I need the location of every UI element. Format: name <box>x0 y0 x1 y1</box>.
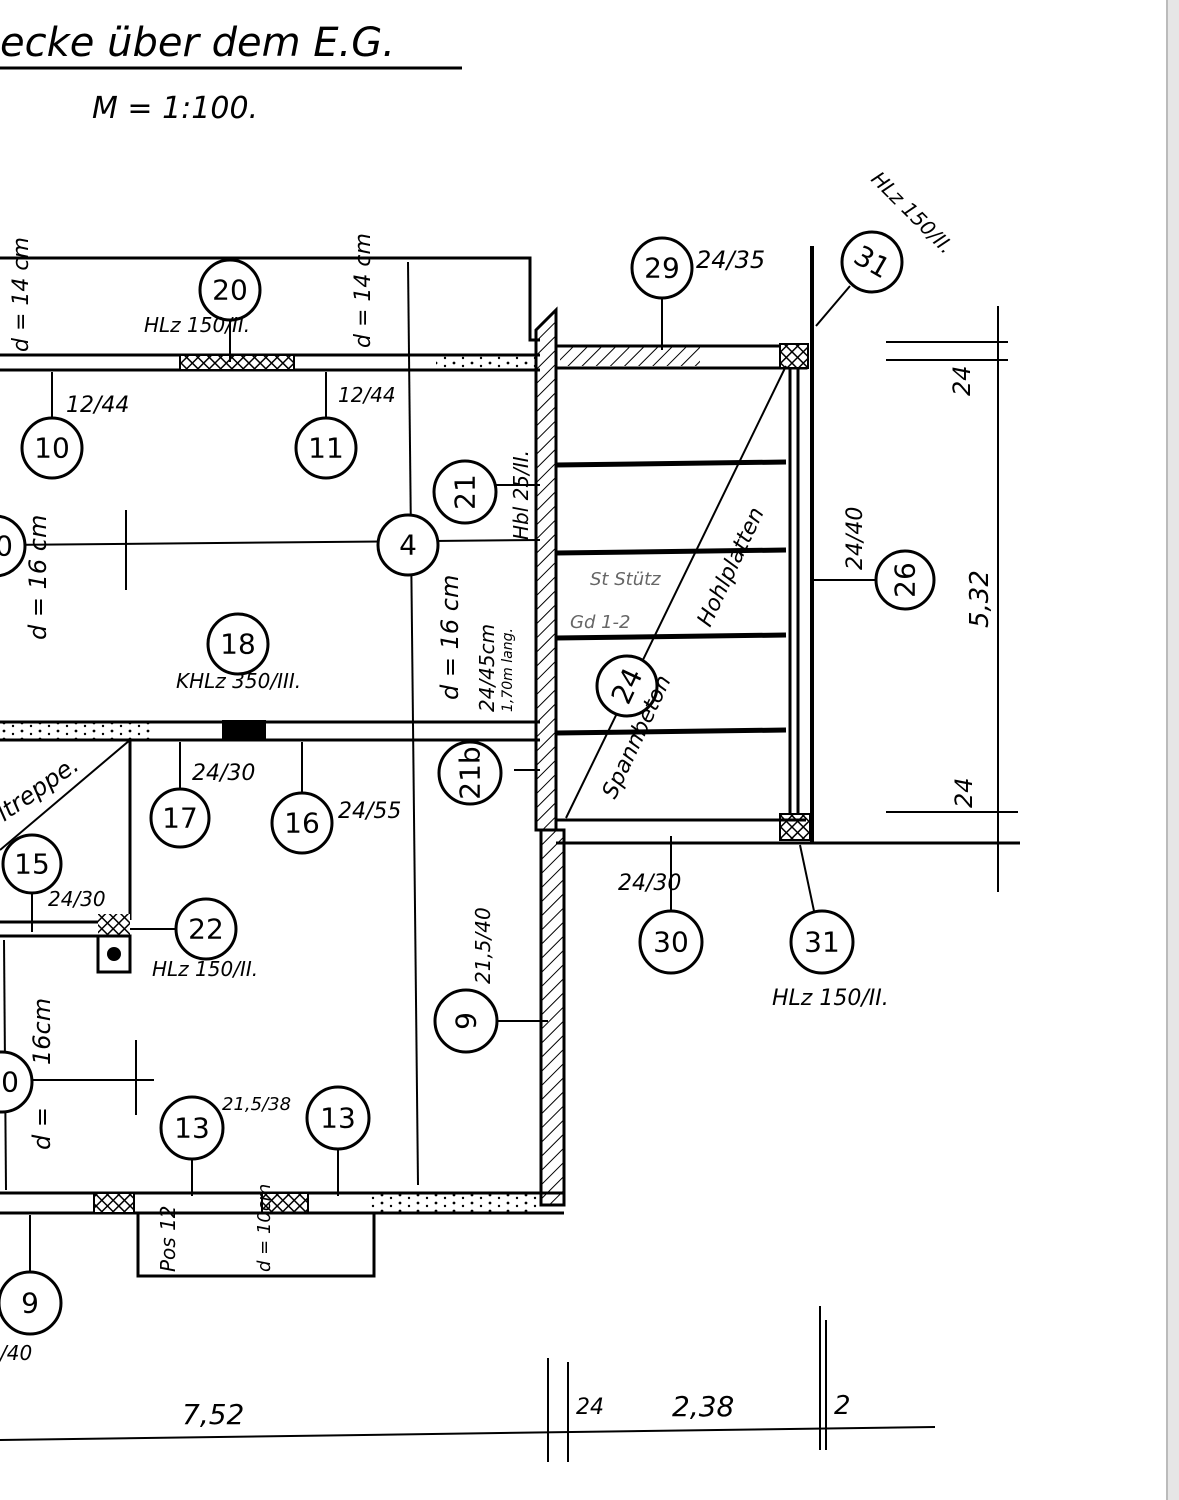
stair-diagonal <box>0 739 131 851</box>
position-31: 31 <box>789 909 855 975</box>
position-18: 18 <box>206 612 270 676</box>
label-d16b: d = 16 cm <box>436 575 464 700</box>
position-9: 9 <box>433 988 499 1054</box>
dimension-lines <box>0 306 1018 1462</box>
svg-text:20: 20 <box>212 274 248 307</box>
dim-2: 2 <box>834 1391 851 1421</box>
page-edge <box>1166 0 1179 1500</box>
position-markers: 20 10 11 4 21 18 24 26 29 31 17 16 15 22… <box>0 230 936 1336</box>
position-29: 29 <box>630 236 694 300</box>
position-20: 20 <box>198 258 262 322</box>
position-30: 30 <box>638 909 704 975</box>
position-15: 15 <box>1 833 63 895</box>
label-hbl: Hbl 25/II. <box>509 450 533 540</box>
parapet-outline <box>0 256 540 342</box>
position-31-top: 31 <box>840 230 904 294</box>
label-24-30b: 24/30 <box>48 887 106 911</box>
svg-text:26: 26 <box>889 562 922 598</box>
dim-24c: 24 <box>576 1395 604 1420</box>
label-24-45: 24/45cm <box>475 624 499 712</box>
label-length: 1,70m lang. <box>500 628 516 712</box>
label-pos12: Pos 12 <box>156 1205 180 1272</box>
label-21-40: 21,5/40 <box>471 907 495 984</box>
drawing-scale: M = 1:100. <box>92 91 258 126</box>
label-21-38: 21,5/38 <box>222 1094 291 1115</box>
position-10: 10 <box>20 416 84 480</box>
label-24-55: 24/55 <box>338 799 401 824</box>
label-d14b: d = 14 cm <box>351 233 376 348</box>
hatched-wall-lower <box>539 828 566 1207</box>
svg-text:30: 30 <box>653 926 689 959</box>
svg-text:0: 0 <box>0 530 13 563</box>
drawing-title: ecke über dem E.G. <box>0 20 395 66</box>
dim-532: 5,32 <box>965 570 995 628</box>
position-4: 4 <box>376 513 440 577</box>
label-40: /40 <box>0 1341 32 1365</box>
hollow-slab-bay <box>554 246 1020 845</box>
label-d10: d = 10cm <box>254 1184 275 1272</box>
label-gd: Gd 1-2 <box>570 612 631 633</box>
position-13b: 13 <box>305 1085 371 1151</box>
svg-text:18: 18 <box>220 628 256 661</box>
middle-wall <box>0 720 540 742</box>
svg-text:15: 15 <box>14 848 50 881</box>
position-22: 22 <box>174 897 238 961</box>
svg-text:13: 13 <box>320 1102 356 1135</box>
svg-text:17: 17 <box>162 802 198 835</box>
label-d14a: d = 14 cm <box>9 237 34 352</box>
dim-24a: 24 <box>948 365 976 396</box>
svg-text:11: 11 <box>308 432 344 465</box>
position-21: 21 <box>432 459 498 525</box>
label-d16c: 16cm <box>28 998 56 1065</box>
position-17: 17 <box>149 787 211 849</box>
label-24-30a: 24/30 <box>192 761 255 786</box>
svg-text:13: 13 <box>174 1112 210 1145</box>
position-24: 24 <box>595 654 659 718</box>
position-11: 11 <box>294 416 358 480</box>
label-12-44a: 12/44 <box>66 393 129 418</box>
label-d-eq: d = <box>28 1107 56 1150</box>
position-16: 16 <box>270 791 334 855</box>
hatched-wall <box>534 306 558 832</box>
label-24-40: 24/40 <box>843 507 868 570</box>
svg-text:29: 29 <box>644 252 680 285</box>
label-24-30c: 24/30 <box>618 871 681 896</box>
svg-text:0: 0 <box>1 1066 19 1099</box>
position-partial-left-lower: 0 <box>0 1050 34 1114</box>
label-st: St Stütz <box>590 569 661 590</box>
leader-lines <box>29 285 876 1272</box>
label-hohlplatten: Hohlplatten <box>693 504 770 631</box>
dim-752: 7,52 <box>182 1398 244 1431</box>
svg-text:9: 9 <box>450 1012 483 1030</box>
label-khlz: KHLz 350/III. <box>176 669 301 693</box>
label-hlz-31b: HLz 150/II. <box>772 986 889 1011</box>
svg-text:21b: 21b <box>454 746 487 799</box>
position-13a: 13 <box>159 1095 225 1161</box>
label-24-35: 24/35 <box>696 246 765 274</box>
dim-238: 2,38 <box>672 1390 734 1423</box>
label-d16a: d = 16 cm <box>24 515 52 640</box>
svg-text:22: 22 <box>188 913 224 946</box>
svg-text:16: 16 <box>284 807 320 840</box>
position-9-bottom: 9 <box>0 1270 63 1336</box>
lower-left-wall <box>0 914 132 974</box>
position-26: 26 <box>874 549 936 611</box>
dimension-texts: 24 5,32 24 7,52 24 2,38 2 <box>182 365 995 1431</box>
dim-24b: 24 <box>950 777 978 808</box>
label-hlz-top: HLz 150/II. <box>144 313 250 337</box>
svg-text:21: 21 <box>449 474 482 510</box>
bottom-wall <box>0 1191 564 1278</box>
top-wall <box>0 353 540 372</box>
svg-text:9: 9 <box>21 1287 39 1320</box>
svg-text:31: 31 <box>804 926 840 959</box>
svg-text:10: 10 <box>34 432 70 465</box>
label-hlz-22: HLz 150/II. <box>152 957 258 981</box>
label-12-44b: 12/44 <box>338 383 396 407</box>
position-partial-left: 0 <box>0 514 27 578</box>
position-21b: 21b <box>437 740 503 806</box>
svg-text:4: 4 <box>399 529 417 562</box>
